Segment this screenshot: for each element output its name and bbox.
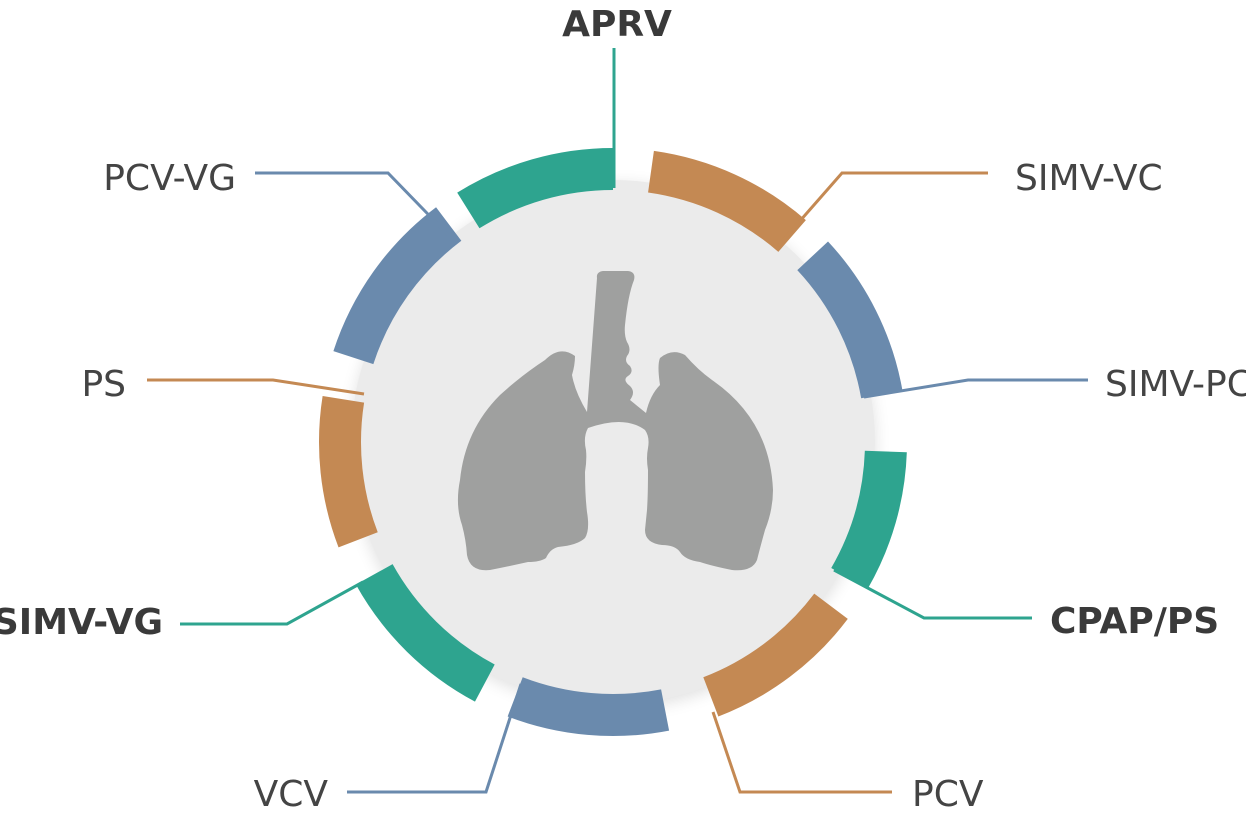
- leader-line: [711, 711, 892, 794]
- leader-line: [347, 683, 523, 794]
- leader-line: [776, 171, 988, 247]
- leader-line: [833, 568, 1032, 620]
- center-disc: [351, 180, 875, 704]
- mode-labels: APRV SIMV-VC SIMV-PC CPAP/PS PCV VCV SIMV-VG PS…: [0, 4, 1246, 815]
- segment-vcv: [507, 677, 670, 736]
- segment-pcv: [703, 593, 848, 717]
- segment-simv-vc: [648, 150, 806, 252]
- segment-pcv-vg: [333, 207, 462, 365]
- mode-label: SIMV-VC: [1015, 158, 1163, 199]
- segment-simv-vg: [355, 564, 495, 702]
- segment-ps: [319, 396, 378, 548]
- leader-line: [863, 378, 1088, 399]
- leader-lines: [147, 48, 1088, 794]
- segment-aprv: [457, 148, 613, 229]
- leader-line: [180, 580, 364, 626]
- leader-line: [147, 378, 365, 396]
- segment-simv-pc: [797, 241, 903, 399]
- mode-label: SIMV-VG: [0, 602, 163, 643]
- lungs-icon: [457, 271, 773, 571]
- mode-label: PCV: [912, 774, 984, 815]
- mode-label: SIMV-PC: [1105, 364, 1246, 405]
- mode-label: PCV-VG: [103, 158, 236, 199]
- mode-label: VCV: [254, 774, 329, 815]
- leader-line: [255, 171, 457, 244]
- mode-label: CPAP/PS: [1050, 601, 1219, 642]
- mode-label: APRV: [562, 4, 672, 45]
- ring-segments: [319, 148, 907, 736]
- mode-label: PS: [81, 364, 126, 405]
- segment-cpap-ps: [831, 450, 907, 589]
